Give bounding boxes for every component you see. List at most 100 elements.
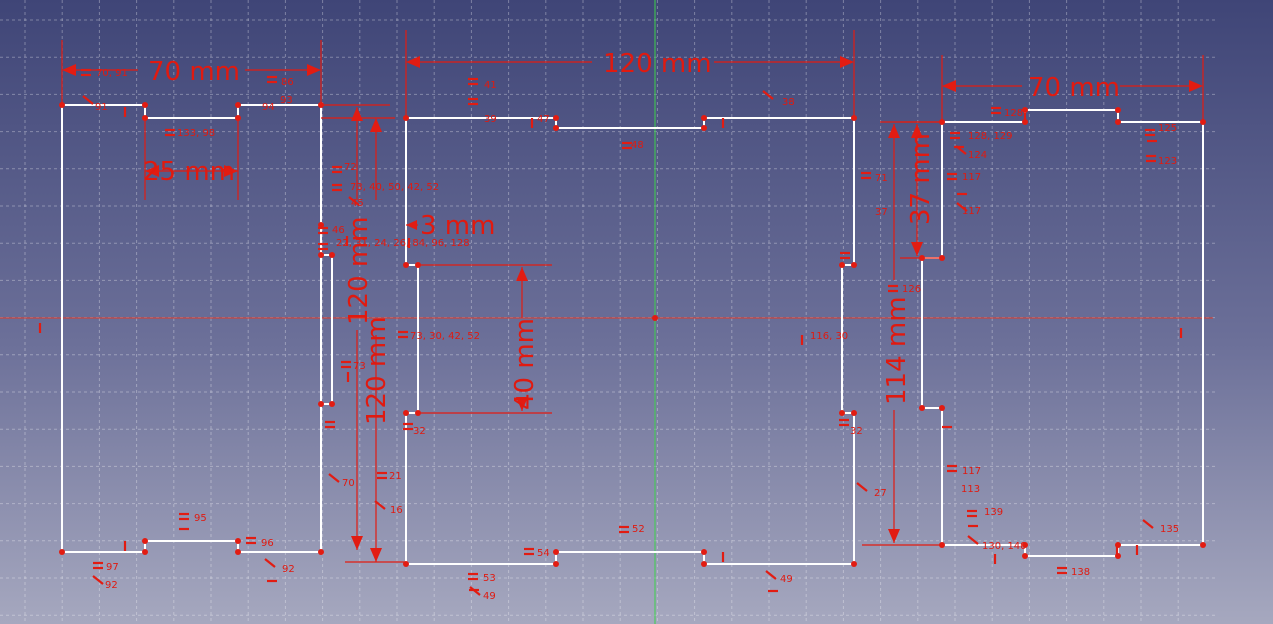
sketch-vertex[interactable] — [1022, 107, 1028, 113]
constraint-label[interactable]: 70 — [342, 478, 355, 489]
constraint-label[interactable]: 93 — [280, 95, 293, 106]
tangent-constraint-icon[interactable] — [955, 145, 967, 155]
constraint-label[interactable]: 97 — [106, 562, 119, 573]
tangent-constraint-icon[interactable] — [92, 575, 104, 585]
dimension-left-width[interactable]: 70 mm — [61, 40, 322, 105]
constraint-label[interactable]: 73, 40, 50, 42, 52 — [350, 182, 439, 193]
origin-point[interactable] — [652, 315, 658, 321]
sketch-vertex[interactable] — [318, 401, 324, 407]
constraint-label[interactable]: 86 — [281, 77, 294, 88]
dimension-left-height-lower[interactable]: 120 mm — [321, 104, 406, 563]
constraint-label[interactable]: 21 — [389, 471, 402, 482]
sketch-vertex[interactable] — [235, 102, 241, 108]
constraint-labels[interactable]: 70, 91 86 93 94 91 133, 98 41 39 47 48 3… — [95, 68, 1179, 602]
constraint-label[interactable]: 95 — [194, 513, 207, 524]
tangent-constraint-icon[interactable] — [765, 570, 777, 580]
sketch-vertex[interactable] — [839, 410, 845, 416]
sketch-vertex[interactable] — [701, 549, 707, 555]
sketch-vertex[interactable] — [839, 262, 845, 268]
sketch-vertex[interactable] — [59, 549, 65, 555]
tangent-constraint-icon[interactable] — [856, 482, 868, 492]
sketch-vertex[interactable] — [851, 410, 857, 416]
constraint-label[interactable]: 71 — [875, 173, 888, 184]
constraint-label[interactable]: 126 — [902, 284, 921, 295]
dimension-slot-height[interactable]: 40 mm — [418, 264, 552, 414]
sketch-vertex[interactable] — [939, 405, 945, 411]
dimension-top-width[interactable]: 120 mm — [405, 30, 855, 118]
sketch-vertex[interactable] — [142, 549, 148, 555]
constraint-label[interactable]: 32 — [850, 426, 863, 437]
sketch-vertex[interactable] — [553, 115, 559, 121]
dimension-notch-width[interactable]: 25 mm — [143, 118, 239, 200]
dimension-right-width[interactable]: 70 mm — [941, 55, 1204, 122]
constraint-label[interactable]: 123 — [1158, 156, 1177, 167]
sketch-vertex[interactable] — [318, 549, 324, 555]
sketch-vertex[interactable] — [851, 561, 857, 567]
constraint-label[interactable]: 54 — [537, 548, 550, 559]
sketch-vertex[interactable] — [701, 561, 707, 567]
tangent-constraint-icon[interactable] — [82, 95, 94, 105]
sketch-vertex[interactable] — [919, 405, 925, 411]
sketch-vertex[interactable] — [403, 262, 409, 268]
constraint-label[interactable]: 49 — [780, 574, 793, 585]
sketch-vertex[interactable] — [851, 262, 857, 268]
sketch-vertex[interactable] — [701, 125, 707, 131]
tangent-constraint-icon[interactable] — [328, 473, 340, 483]
constraint-label[interactable]: 52 — [632, 524, 645, 535]
constraint-label[interactable]: 41 — [484, 80, 497, 91]
sketch-vertex[interactable] — [1022, 542, 1028, 548]
constraint-label[interactable]: 73 — [353, 361, 366, 372]
tangent-constraint-icon[interactable] — [1142, 519, 1154, 529]
constraint-label[interactable]: 48 — [631, 140, 644, 151]
dimension-right-height[interactable]: 114 mm — [862, 121, 942, 546]
tangent-constraint-icon[interactable] — [264, 558, 276, 568]
constraint-label[interactable]: 116, 30 — [810, 331, 848, 342]
tangent-constraint-icon[interactable] — [469, 586, 481, 596]
constraint-label[interactable]: 16 — [390, 505, 403, 516]
sketch-vertex[interactable] — [329, 401, 335, 407]
constraint-label[interactable]: 117 — [962, 206, 981, 217]
constraint-label[interactable]: 37 — [875, 207, 888, 218]
constraint-label[interactable]: 72 — [344, 162, 357, 173]
sketch-vertex[interactable] — [701, 115, 707, 121]
constraint-label[interactable]: 53 — [483, 573, 496, 584]
sketch-vertex[interactable] — [142, 102, 148, 108]
constraint-label[interactable]: 139 — [984, 507, 1003, 518]
tangent-constraint-icon[interactable] — [374, 500, 386, 510]
sketch-vertex[interactable] — [318, 222, 324, 228]
constraint-label[interactable]: 92 — [105, 580, 118, 591]
constraint-label[interactable]: 27 — [874, 488, 887, 499]
constraint-label[interactable]: 133, 98 — [177, 128, 215, 139]
constraint-label[interactable]: 70, 91 — [96, 68, 128, 79]
constraint-label[interactable]: 138 — [1071, 567, 1090, 578]
constraint-label[interactable]: 32 — [413, 426, 426, 437]
constraint-label[interactable]: 117 — [962, 172, 981, 183]
constraint-label[interactable]: 128, 129 — [968, 131, 1013, 142]
constraint-label[interactable]: 125 — [1158, 123, 1177, 134]
constraint-label[interactable]: 94 — [262, 102, 275, 113]
sketch-vertex[interactable] — [1022, 553, 1028, 559]
constraint-label[interactable]: 38 — [782, 97, 795, 108]
sketch-vertex[interactable] — [142, 538, 148, 544]
dimension-step-width[interactable]: 3 mm — [406, 211, 495, 241]
constraint-label[interactable]: 91 — [95, 102, 108, 113]
dimension-constraints[interactable]: 70 mm 25 mm 120 mm — [61, 30, 1204, 563]
sketch-vertex[interactable] — [403, 410, 409, 416]
constraint-label[interactable]: 46 — [332, 225, 345, 236]
constraint-label[interactable]: 39 — [484, 114, 497, 125]
constraint-label[interactable]: 130, 140 — [982, 541, 1027, 552]
constraint-label[interactable]: 22, 31, 24, 26, 84, 96, 128 — [336, 238, 470, 249]
dimension-right-offset[interactable]: 37 mm — [900, 121, 942, 259]
sketch-vertex[interactable] — [235, 549, 241, 555]
tangent-constraint-icon[interactable] — [762, 90, 774, 100]
constraint-label[interactable]: 113 — [961, 484, 980, 495]
sketch-vertex[interactable] — [553, 561, 559, 567]
constraint-marks[interactable] — [38, 68, 1183, 596]
sketch-vertex[interactable] — [1115, 107, 1121, 113]
constraint-label[interactable]: 45 — [351, 198, 364, 209]
constraint-label[interactable]: 135 — [1160, 524, 1179, 535]
constraint-label[interactable]: 49 — [483, 591, 496, 602]
constraint-label[interactable]: 117 — [962, 466, 981, 477]
